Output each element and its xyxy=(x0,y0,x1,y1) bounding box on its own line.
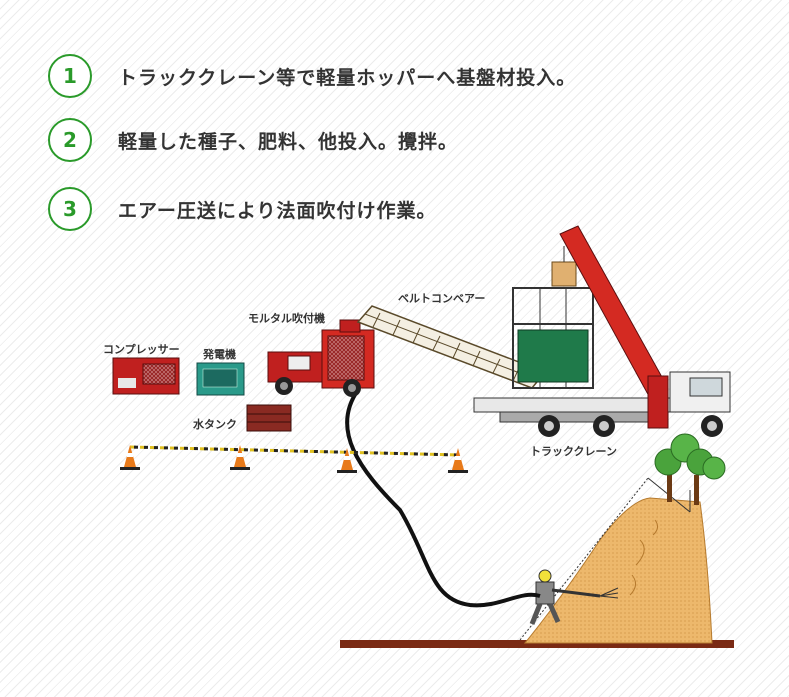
step-3: 3 エアー圧送により法面吹付け作業。 xyxy=(48,187,436,231)
step-text: 軽量した種子、肥料、他投入。攪拌。 xyxy=(118,130,459,153)
belt-conveyor xyxy=(356,305,547,389)
ground-line xyxy=(340,640,734,648)
water-tank-label: 水タンク xyxy=(193,417,237,431)
slope xyxy=(519,477,713,644)
step-number-badge: 1 xyxy=(48,54,92,98)
traffic-cones xyxy=(120,445,468,473)
compressor-label: コンプレッサー xyxy=(103,342,180,356)
worker-figure xyxy=(529,569,619,625)
truck-crane-label: トラッククレーン xyxy=(530,445,617,458)
generator-label: 発電機 xyxy=(202,347,236,361)
step-text: トラッククレーン等で軽量ホッパーへ基盤材投入。 xyxy=(118,66,577,89)
hose xyxy=(345,388,541,608)
compressor xyxy=(112,357,180,395)
mortar-sprayer-label: モルタル吹付機 xyxy=(248,311,325,325)
step-number-badge: 3 xyxy=(48,187,92,231)
step-text: エアー圧送により法面吹付け作業。 xyxy=(118,199,437,222)
trees xyxy=(654,433,726,505)
step-2: 2 軽量した種子、肥料、他投入。攪拌。 xyxy=(48,118,458,162)
water-tank xyxy=(246,404,292,432)
truck-crane xyxy=(473,225,731,437)
step-1: 1 トラッククレーン等で軽量ホッパーへ基盤材投入。 xyxy=(48,54,576,98)
generator xyxy=(196,362,245,396)
step-number-badge: 2 xyxy=(48,118,92,162)
belt-conveyor-label: ベルトコンベアー xyxy=(398,292,485,305)
mortar-sprayer xyxy=(267,319,375,397)
